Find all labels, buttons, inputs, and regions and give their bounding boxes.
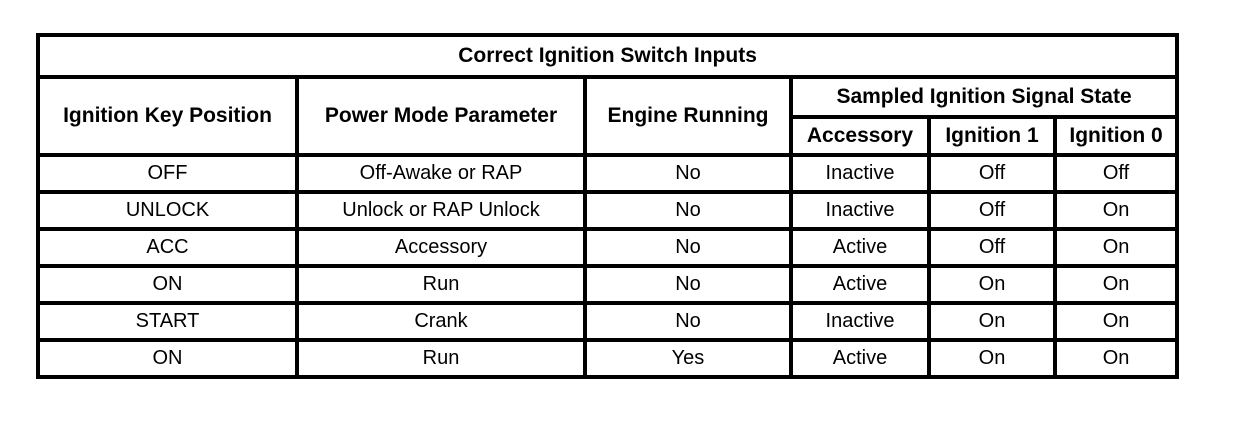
col-header-ignition-key-position: Ignition Key Position — [36, 75, 299, 157]
table-cell: No — [583, 264, 793, 305]
table-cell: UNLOCK — [36, 190, 299, 231]
table-cell: On — [1052, 264, 1180, 305]
table-cell: Inactive — [789, 301, 931, 342]
table-cell: On — [1052, 301, 1180, 342]
table-subheader-row: Accessory Ignition 1 Ignition 0 — [38, 115, 1180, 157]
table-cell: Unlock or RAP Unlock — [295, 190, 587, 231]
table-cell: Run — [295, 264, 587, 305]
table-cell: On — [927, 264, 1057, 305]
col-header-power-mode-parameter: Power Mode Parameter — [295, 75, 587, 157]
table-cell: No — [583, 190, 793, 231]
table-cell: Crank — [295, 301, 587, 342]
table-title-row: Correct Ignition Switch Inputs — [35, 33, 1180, 79]
table-cell: Active — [789, 338, 931, 379]
table-cell: Off-Awake or RAP — [295, 153, 587, 194]
table-cell: Active — [789, 264, 931, 305]
ignition-switch-inputs-table: Correct Ignition Switch Inputs Ignition … — [35, 33, 1180, 379]
col-header-engine-running: Engine Running — [583, 75, 793, 157]
table-cell: No — [583, 227, 793, 268]
table-cell: Accessory — [295, 227, 587, 268]
table-cell: On — [1052, 190, 1180, 231]
table-cell: No — [583, 301, 793, 342]
table-cell: No — [583, 153, 793, 194]
table-cell: Inactive — [789, 190, 931, 231]
table-cell: Yes — [583, 338, 793, 379]
table-header-row: Ignition Key Position Power Mode Paramet… — [36, 75, 1180, 157]
table-cell: Off — [927, 190, 1057, 231]
table-cell: Off — [927, 153, 1057, 194]
table-title: Correct Ignition Switch Inputs — [35, 33, 1180, 79]
table-cell: On — [1052, 227, 1180, 268]
table-cell: Off — [1052, 153, 1180, 194]
table-cell: Inactive — [789, 153, 931, 194]
table-cell: ACC — [36, 227, 299, 268]
table-cell: Off — [927, 227, 1057, 268]
col-header-sampled-ignition-signal-state: Sampled Ignition Signal State — [788, 75, 1180, 119]
col-header-accessory: Accessory — [789, 115, 931, 157]
table-cell: ON — [36, 264, 299, 305]
table-cell: On — [927, 301, 1057, 342]
col-header-ignition-0: Ignition 0 — [1052, 115, 1180, 157]
table-cell: On — [927, 338, 1057, 379]
table-cell: ON — [36, 338, 299, 379]
table-cell: OFF — [36, 153, 299, 194]
table-cell: Active — [789, 227, 931, 268]
table-cell: On — [1052, 338, 1180, 379]
col-header-ignition-1: Ignition 1 — [927, 115, 1057, 157]
table-cell: START — [36, 301, 299, 342]
table-cell: Run — [295, 338, 587, 379]
